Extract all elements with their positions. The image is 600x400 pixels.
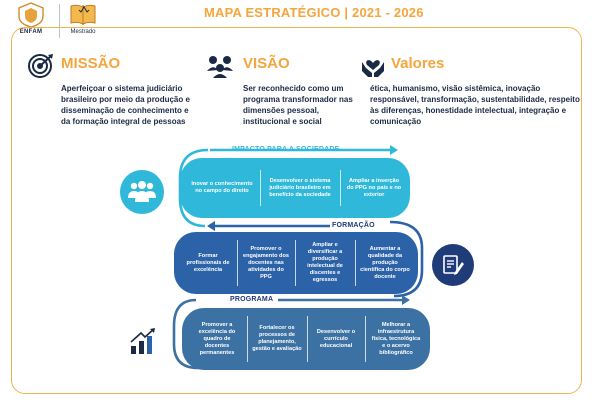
formacao-divider-2 xyxy=(295,240,296,286)
programa-item-1: Promover a excelência do quadro de docen… xyxy=(198,321,236,356)
right-curve-middle xyxy=(389,220,424,298)
visao-title: VISÃO xyxy=(243,55,290,72)
people-network-icon xyxy=(207,56,233,78)
formacao-label: FORMAÇÃO xyxy=(332,222,375,229)
programa-band: Promover a excelência do quadro de docen… xyxy=(182,308,430,370)
impacto-divider-2 xyxy=(340,170,341,206)
left-curve-lower xyxy=(172,298,199,370)
programa-divider-1 xyxy=(247,316,248,362)
programa-item-3: Desenvolver o currículo educacional xyxy=(316,328,356,349)
header-divider xyxy=(59,4,60,38)
valores-block: Valores ética, humanismo, visão sistêmic… xyxy=(360,53,585,133)
programa-item-4: Melhorar a infraestrutura física, tecnol… xyxy=(371,321,421,356)
formacao-item-4: Aumentar a qualidade da produção científ… xyxy=(360,245,410,280)
programa-arrow-head xyxy=(402,295,410,305)
visao-block: VISÃO Ser reconhecido como um programa t… xyxy=(205,53,365,133)
page-title: MAPA ESTRATÉGICO | 2021 - 2026 xyxy=(204,5,424,20)
impacto-divider-1 xyxy=(260,170,261,206)
programa-divider-3 xyxy=(365,316,366,362)
impacto-item-3: Ampliar a inserção do PPG no país e no e… xyxy=(346,177,402,198)
document-pen-icon xyxy=(443,255,464,275)
programa-item-2: Fortalecer os processos de planejamento,… xyxy=(252,325,302,352)
growth-chart-icon xyxy=(130,328,155,354)
formacao-item-1: Formar profissionais de excelência xyxy=(186,252,230,273)
impacto-band: Inovar o conhecimento no campo do direit… xyxy=(180,158,410,218)
formacao-item-3: Ampliar e diversificar a produção intele… xyxy=(307,242,343,283)
valores-title: Valores xyxy=(391,55,445,72)
enfam-label: ENFAM xyxy=(19,29,43,35)
diagram-frame xyxy=(11,27,582,394)
hands-heart-icon xyxy=(362,60,384,77)
formacao-divider-1 xyxy=(237,240,238,286)
formacao-arrow-head xyxy=(207,221,215,231)
mestrado-label: Mestrado xyxy=(70,29,96,35)
missao-title: MISSÃO xyxy=(61,55,121,72)
programa-divider-2 xyxy=(307,316,308,362)
formacao-item-2: Promover o engajamento dos docentes nas … xyxy=(242,245,289,280)
formacao-icon-circle xyxy=(432,244,474,286)
missao-block: MISSÃO Aperfeiçoar o sistema judiciário … xyxy=(28,53,198,133)
impacto-icon-circle xyxy=(120,170,164,214)
target-icon xyxy=(28,54,53,78)
impacto-arrow-head xyxy=(390,145,398,155)
valores-text: ética, humanismo, visão sistêmica, inova… xyxy=(370,84,580,126)
group-icon xyxy=(128,181,156,202)
missao-text: Aperfeiçoar o sistema judiciário brasile… xyxy=(61,84,190,126)
programa-label: PROGRAMA xyxy=(230,296,274,303)
formacao-divider-3 xyxy=(355,240,356,286)
impacto-label: IMPACTO PARA A SOCIEDADE xyxy=(232,146,340,153)
mestrado-logo: Mestrado xyxy=(63,2,103,42)
formacao-band: Formar profissionais de excelência Promo… xyxy=(174,232,418,294)
book-icon xyxy=(70,4,96,25)
impacto-item-2: Desenvolver o sistema judiciário brasile… xyxy=(269,177,331,198)
visao-text: Ser reconhecido como um programa transfo… xyxy=(243,84,353,126)
impacto-item-1: Inovar o conhecimento no campo do direit… xyxy=(191,181,253,194)
